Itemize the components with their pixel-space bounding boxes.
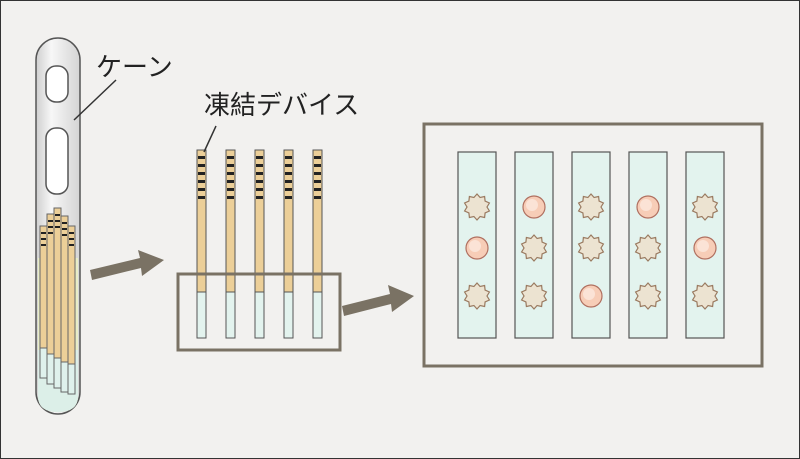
freezing-device-label: 凍結デバイス — [204, 91, 359, 121]
cane-leader-line — [73, 79, 117, 121]
detail-strip — [457, 151, 497, 339]
embryo-shrunk — [634, 234, 662, 262]
arrow-right-icon — [342, 285, 414, 316]
detail-strip — [628, 151, 668, 339]
embryo-shrunk — [691, 193, 719, 221]
zoom-region-box — [176, 272, 342, 352]
embryo-shrunk — [577, 234, 605, 262]
embryo-shrunk — [691, 282, 719, 310]
detail-strip — [571, 151, 611, 339]
embryo-shrunk — [463, 193, 491, 221]
embryo-shrunk — [520, 234, 548, 262]
freezing-device — [225, 149, 236, 339]
embryo-shrunk — [520, 282, 548, 310]
detail-view-box — [422, 122, 764, 368]
embryo-shrunk — [577, 193, 605, 221]
cane-window-top — [45, 65, 69, 103]
embryo-shrunk — [463, 282, 491, 310]
detail-strip — [514, 151, 554, 339]
arrow-right-icon — [90, 250, 164, 280]
device-leader-line — [203, 125, 217, 153]
detail-strip — [685, 151, 725, 339]
freezing-device — [312, 149, 323, 339]
freezing-device — [196, 149, 207, 339]
detail-view — [457, 151, 725, 339]
cane-label: ケーン — [96, 53, 173, 83]
cane — [35, 37, 117, 415]
freezing-device — [254, 149, 265, 339]
embryo-shrunk — [634, 282, 662, 310]
cane-window-bottom — [45, 127, 69, 195]
freezing-device — [283, 149, 294, 339]
freezing-devices — [196, 149, 323, 339]
